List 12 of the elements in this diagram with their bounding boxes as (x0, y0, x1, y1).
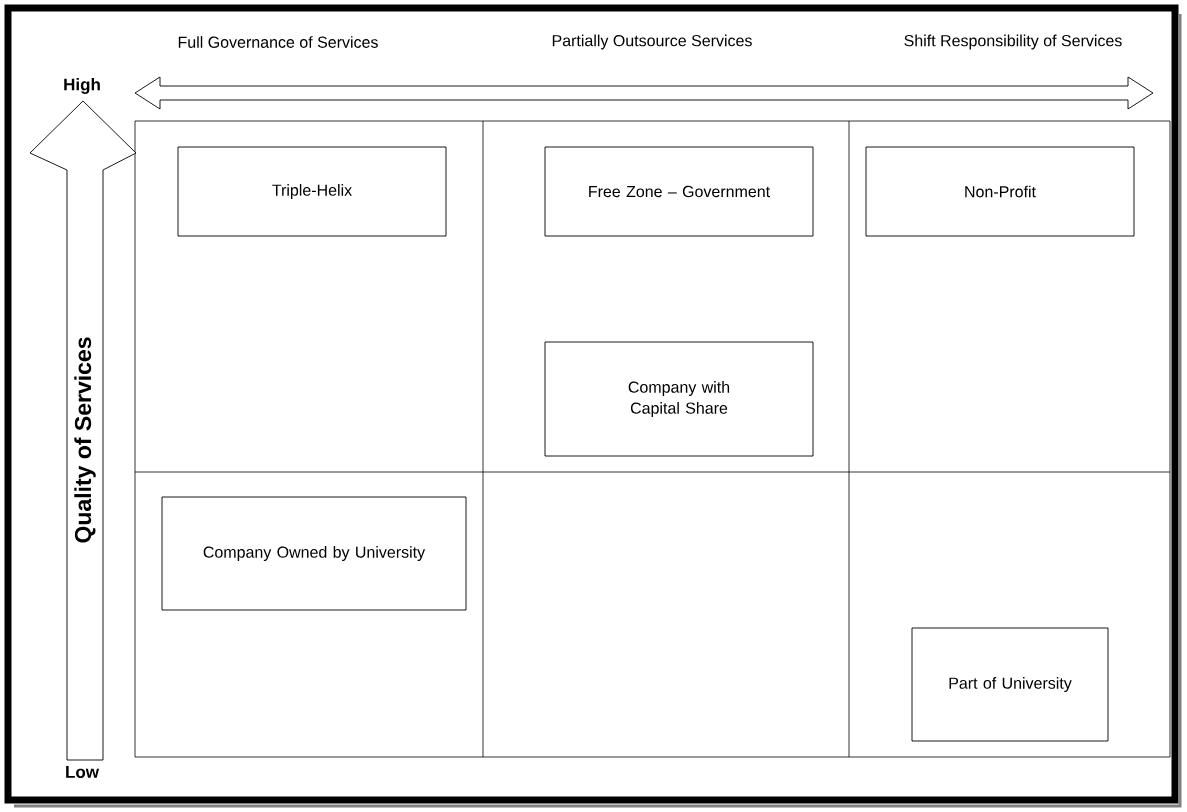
text-box: Non-Profit (865, 146, 1135, 237)
text-box: Company with Capital Share (544, 341, 814, 457)
axis-label: High (64, 78, 100, 94)
text-box: Triple-Helix (177, 146, 447, 237)
axis-title: Quality of Services (74, 337, 96, 543)
axis-label: Low (66, 766, 100, 778)
text-box: Free Zone – Government (544, 146, 814, 237)
column-heading: Partially Outsource Services (552, 34, 752, 50)
column-heading: Full Governance of Services (178, 36, 378, 48)
text-box: Part of University (911, 627, 1109, 742)
text-box: Company Owned by University (161, 496, 467, 611)
column-heading: Shift Responsibility of Services (904, 34, 1122, 50)
